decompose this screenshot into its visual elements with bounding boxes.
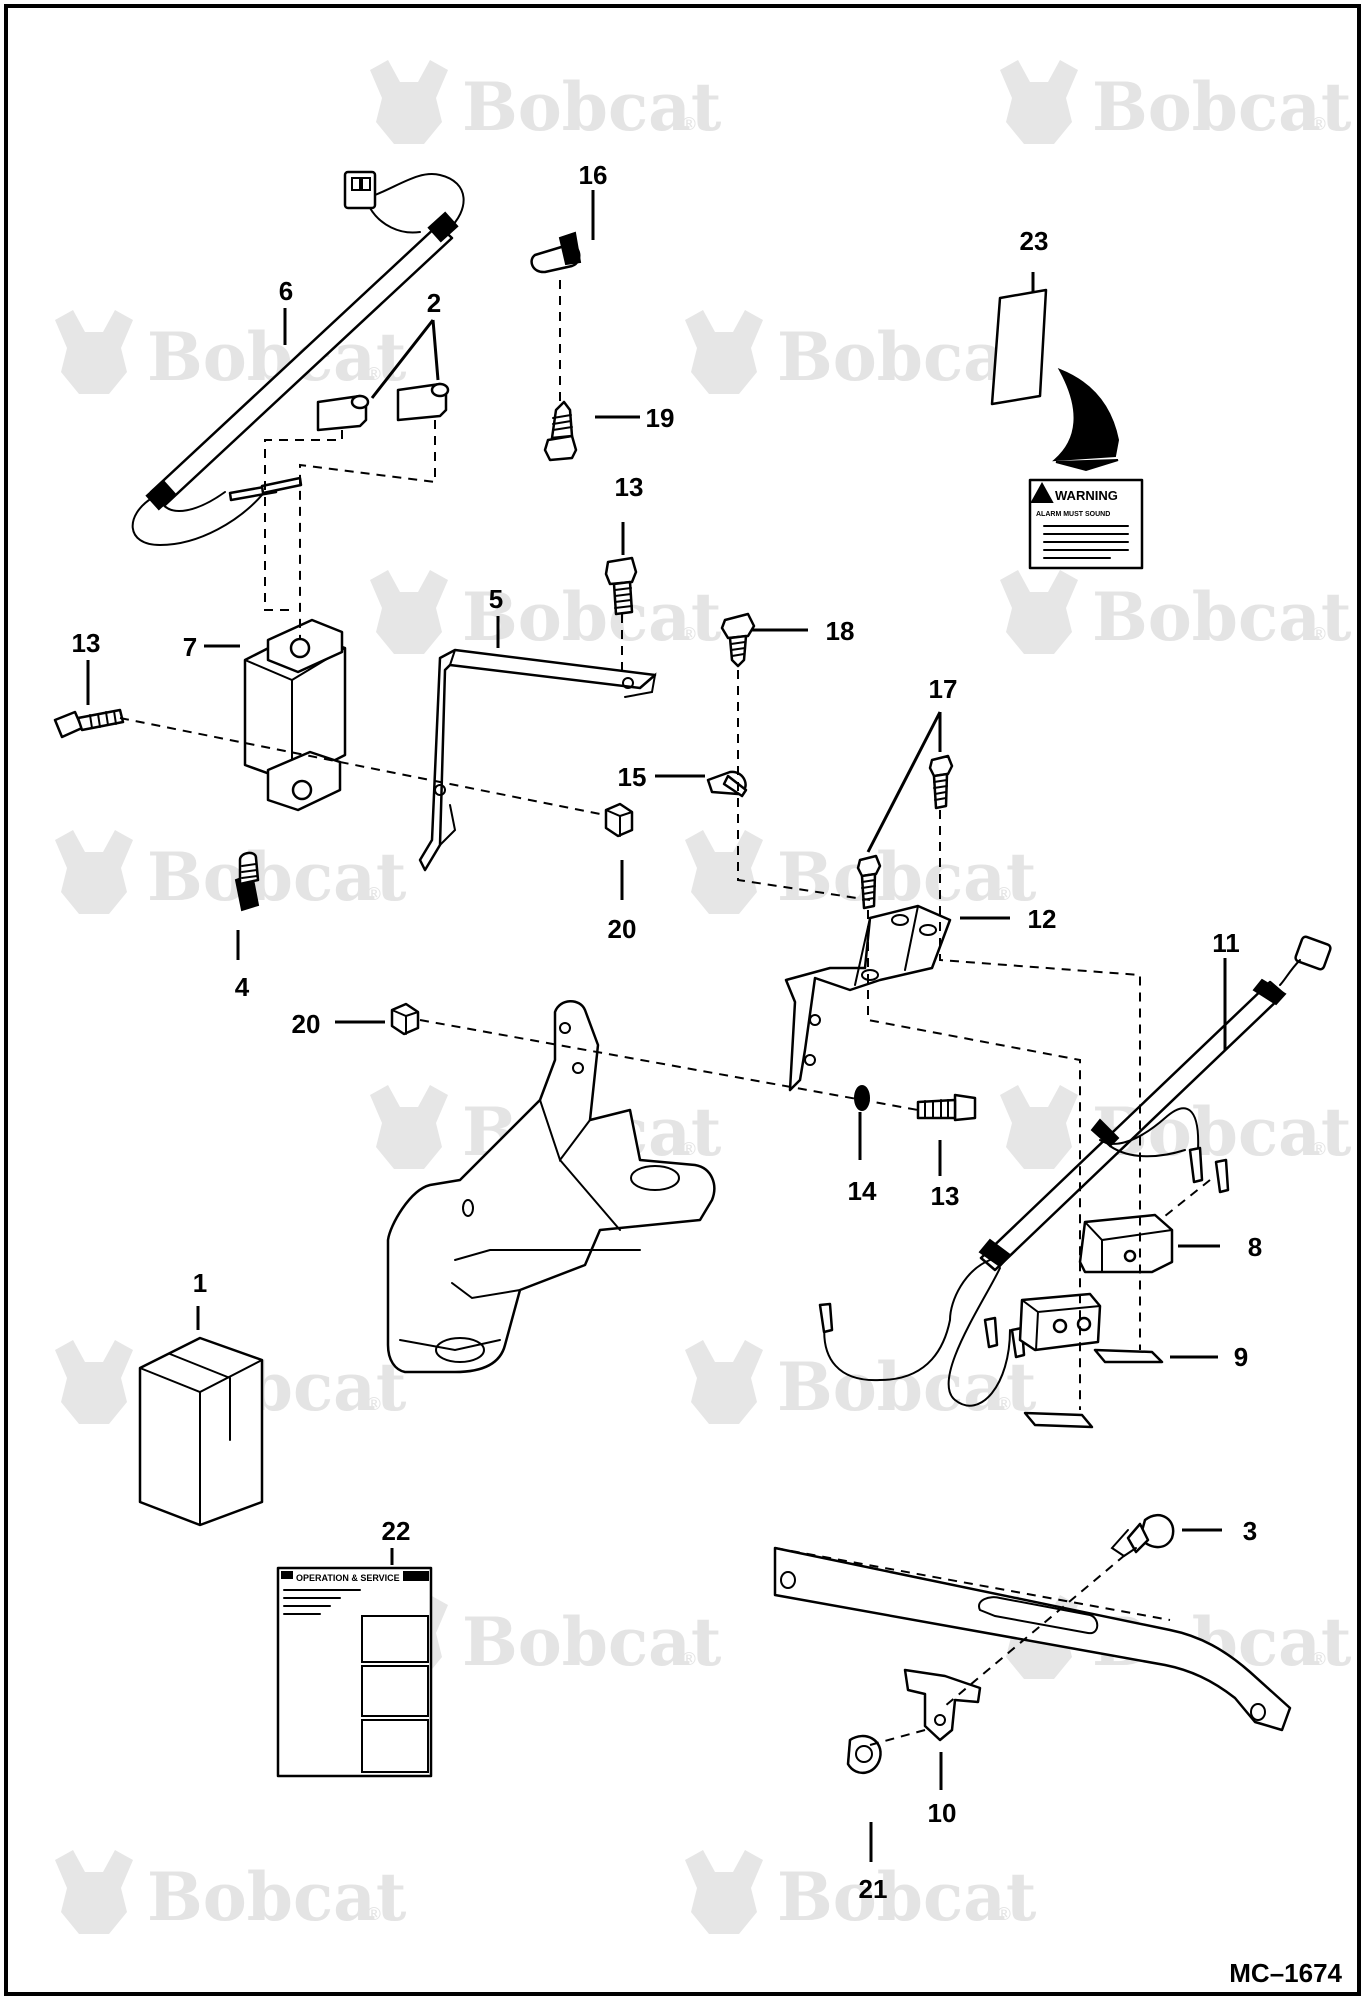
watermark: Bobcat ® xyxy=(370,60,722,146)
part-20-nut-center xyxy=(604,802,634,838)
part-main-frame-bracket xyxy=(386,1000,716,1374)
callout-8: 8 xyxy=(1248,1232,1262,1262)
callout-labels: 1 2 3 4 5 6 7 8 9 10 11 12 13 13 13 14 1… xyxy=(72,160,1263,1904)
watermark-mark: ® xyxy=(365,884,383,905)
watermark-brand: Bobcat xyxy=(1092,578,1352,656)
watermark-mark: ® xyxy=(365,1394,383,1415)
callout-21: 21 xyxy=(859,1874,888,1904)
part-13-bolt-right xyxy=(916,1093,977,1122)
watermark: Bobcat ® xyxy=(1000,60,1352,146)
watermark: Bobcat ® xyxy=(685,1340,1037,1426)
callout-7: 7 xyxy=(183,632,197,662)
part-1-kit-box xyxy=(138,1336,264,1527)
part-3-bolt xyxy=(1110,1513,1175,1558)
watermark-mark: ® xyxy=(680,624,698,645)
watermark-brand: Bobcat xyxy=(1092,68,1352,146)
assembly-lines xyxy=(119,280,1211,1746)
watermark-mark: ® xyxy=(1310,114,1328,135)
part-4-plug xyxy=(234,851,260,912)
callout-20-left: 20 xyxy=(292,1009,321,1039)
part-15-clamp xyxy=(706,770,748,798)
watermark: Bobcat ® xyxy=(55,1850,407,1936)
callout-11: 11 xyxy=(1212,928,1240,958)
watermark-layer: Bobcat ® Bobcat ® Bobcat ® Bobcat ® Bobc… xyxy=(55,60,1352,1936)
part-7-backup-alarm xyxy=(243,618,347,812)
part-17-bolts xyxy=(856,754,954,910)
callout-6: 6 xyxy=(279,276,293,306)
watermark-brand: Bobcat xyxy=(462,1603,722,1681)
callout-22: 22 xyxy=(382,1516,411,1546)
watermark-mark: ® xyxy=(680,114,698,135)
callout-5: 5 xyxy=(489,584,503,614)
callout-10: 10 xyxy=(928,1798,957,1828)
part-22-manual: OPERATION & SERVICE xyxy=(276,1566,433,1778)
watermark-mark: ® xyxy=(365,364,383,385)
callout-2: 2 xyxy=(427,288,441,318)
callout-15: 15 xyxy=(618,762,647,792)
callout-16: 16 xyxy=(579,160,608,190)
callout-13-right: 13 xyxy=(931,1181,960,1211)
callout-18: 18 xyxy=(826,616,855,646)
part-8-switch xyxy=(1018,1213,1174,1352)
part-14-washer xyxy=(854,1085,870,1111)
leader-lines xyxy=(86,190,1227,1862)
watermark-mark: ® xyxy=(680,1139,698,1160)
callout-1: 1 xyxy=(193,1268,207,1298)
watermark-mark: ® xyxy=(995,884,1013,905)
part-13-bolt-left xyxy=(53,708,125,739)
part-19-screw xyxy=(543,400,578,462)
part-10-tab xyxy=(903,1668,982,1742)
part-9-plates xyxy=(1023,1348,1164,1429)
callout-13-upper: 13 xyxy=(615,472,644,502)
part-5-mount-bracket xyxy=(418,648,657,872)
watermark-brand: Bobcat xyxy=(147,838,407,916)
watermark-mark: ® xyxy=(365,1904,383,1925)
part-mounting-bar xyxy=(773,1546,1292,1732)
part-21-nut xyxy=(846,1734,882,1774)
watermark: Bobcat ® xyxy=(685,310,1037,396)
callout-23: 23 xyxy=(1020,226,1049,256)
manual-title: OPERATION & SERVICE xyxy=(296,1573,400,1583)
watermark-mark: ® xyxy=(1310,1139,1328,1160)
diagram-frame xyxy=(4,4,1361,1996)
watermark: Bobcat ® xyxy=(685,830,1037,916)
callout-19: 19 xyxy=(646,403,675,433)
watermark: Bobcat ® xyxy=(685,1850,1037,1936)
callout-14: 14 xyxy=(848,1176,877,1206)
watermark: Bobcat ® xyxy=(55,830,407,916)
part-20-nut-left xyxy=(390,1002,420,1036)
callout-3: 3 xyxy=(1243,1516,1257,1546)
part-6-wire-harness xyxy=(131,170,465,547)
figure-id: MC–1674 xyxy=(1229,1958,1342,1988)
watermark-mark: ® xyxy=(995,1904,1013,1925)
callout-20-center: 20 xyxy=(608,914,637,944)
callout-12: 12 xyxy=(1028,904,1057,934)
callout-17: 17 xyxy=(929,674,958,704)
decal-warning-body: ALARM MUST SOUND xyxy=(1036,511,1110,518)
watermark-brand: Bobcat xyxy=(462,578,722,656)
part-16-clip xyxy=(530,231,582,274)
watermark-mark: ® xyxy=(1310,1649,1328,1670)
part-18-bolt xyxy=(720,612,756,668)
decal-warning-heading: WARNING xyxy=(1055,488,1118,503)
part-2-terminal-boots xyxy=(316,382,450,432)
watermark-brand: Bobcat xyxy=(777,1348,1037,1426)
watermark-mark: ® xyxy=(995,1394,1013,1415)
callout-9: 9 xyxy=(1234,1342,1248,1372)
callout-13-left: 13 xyxy=(72,628,101,658)
watermark: Bobcat ® xyxy=(370,570,722,656)
watermark-brand: Bobcat xyxy=(462,68,722,146)
watermark-mark: ® xyxy=(1310,624,1328,645)
part-23-decal: WARNING ALARM MUST SOUND xyxy=(990,288,1144,570)
part-13-bolt-upper xyxy=(604,556,638,616)
watermark: Bobcat ® xyxy=(1000,570,1352,656)
watermark-brand: Bobcat xyxy=(777,1858,1037,1936)
watermark-brand: Bobcat xyxy=(147,1858,407,1936)
watermark-mark: ® xyxy=(680,1649,698,1670)
callout-4: 4 xyxy=(235,972,250,1002)
part-11-wire-harness xyxy=(818,935,1332,1407)
watermark-brand: Bobcat xyxy=(777,838,1037,916)
